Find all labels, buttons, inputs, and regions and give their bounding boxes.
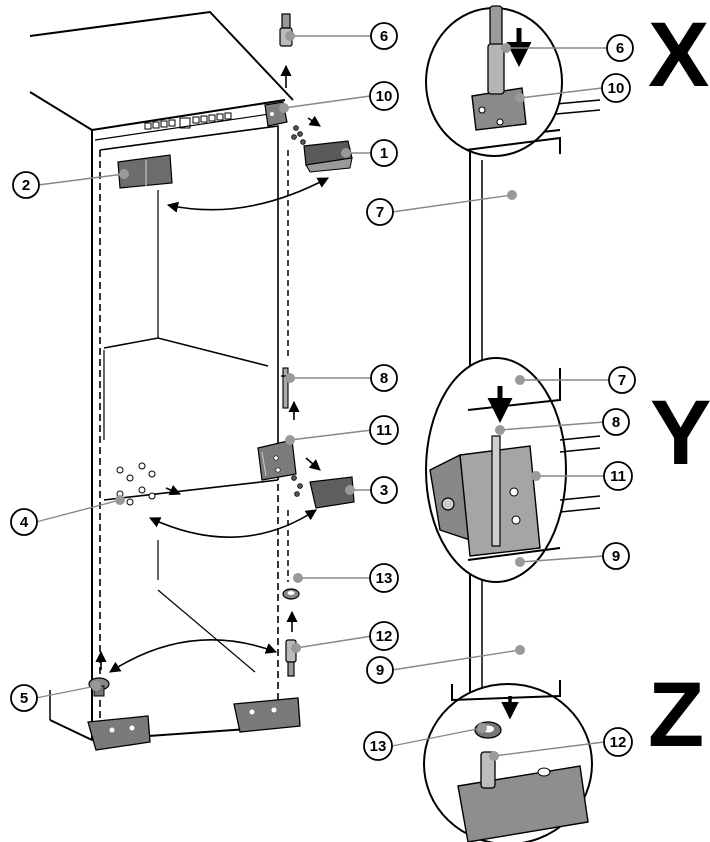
callout-y-9-label: 9 [612,548,620,565]
callout-z-12-label: 12 [610,734,627,751]
swap-arrows [109,115,329,673]
bushing [282,588,300,600]
hinge-pin-top [279,13,293,47]
detail-z [423,680,593,842]
control-panel [144,112,232,130]
callout-y-9: 9 [602,542,630,570]
callout-z-13-label: 13 [370,738,387,755]
callout-badges: 6 10 1 2 8 11 3 4 13 12 5 6 10 7 7 8 11 … [10,22,636,761]
view-letter-y: Y [650,382,710,484]
detail-y [425,357,601,583]
callout-3: 3 [370,476,398,504]
callout-z-9: 9 [366,656,394,684]
callout-13: 13 [369,563,399,593]
callout-x-7: 7 [366,198,394,226]
callout-5-label: 5 [20,690,28,707]
callout-11-label: 11 [376,422,392,439]
callout-z-9-label: 9 [376,662,384,679]
callout-8-label: 8 [380,370,388,387]
bottom-bracket-right [233,697,301,733]
callout-2: 2 [12,171,40,199]
callout-12: 12 [369,621,399,651]
callout-y-11: 11 [603,461,633,491]
callout-1: 1 [370,139,398,167]
screws-upper [291,125,306,145]
callout-y-8: 8 [602,408,630,436]
callout-z-12: 12 [603,727,633,757]
callout-x-7-label: 7 [376,204,384,221]
view-letter-z: Z [648,664,704,766]
view-letter-x: X [648,4,709,106]
detail-x [425,5,563,157]
callout-x-10: 10 [601,73,631,103]
hinge-cover-upper [303,140,353,173]
callout-1-label: 1 [380,145,388,162]
callout-10-label: 10 [376,88,393,105]
hinge-cover-middle [309,476,355,509]
callout-y-11-label: 11 [610,468,626,485]
callout-y-7: 7 [608,366,636,394]
screws-middle [291,475,303,497]
middle-hinge [257,439,297,481]
callout-8: 8 [370,364,398,392]
callout-y-8-label: 8 [612,414,620,431]
callout-6: 6 [370,22,398,50]
callout-x-10-label: 10 [608,80,625,97]
callout-6-label: 6 [380,28,388,45]
callout-y-7-label: 7 [618,372,626,389]
callout-12-label: 12 [376,628,393,645]
callout-2-label: 2 [22,177,30,194]
callout-13-label: 13 [376,570,393,587]
callout-x-6-label: 6 [616,40,624,57]
callout-11: 11 [369,415,399,445]
callout-4: 4 [10,508,38,536]
callout-3-label: 3 [380,482,388,499]
leader-dots [91,31,541,761]
callout-4-label: 4 [20,514,29,531]
bottom-bracket-left [87,715,151,751]
callout-10: 10 [369,81,399,111]
callout-5: 5 [10,684,38,712]
callout-z-13: 13 [363,731,393,761]
callout-x-6: 6 [606,34,634,62]
